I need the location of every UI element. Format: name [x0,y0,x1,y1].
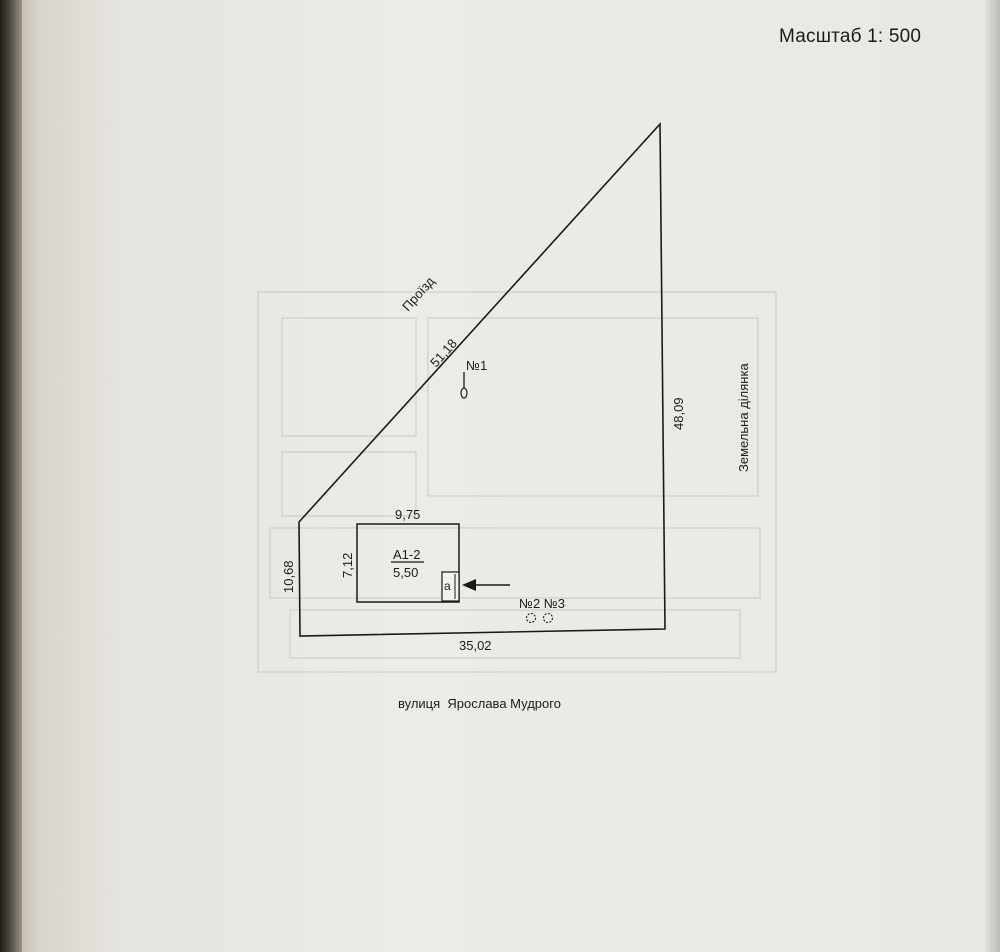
neighbor-top-label: Проїзд [399,273,438,314]
structure-1-marker [460,372,468,399]
side-top-length: 51,18 [427,336,460,370]
building-height-label: 7,12 [340,553,355,578]
scale-label: Масштаб 1: 500 [779,26,922,47]
entrance-arrow [462,579,510,591]
side-right-length: 48,09 [671,397,686,430]
building-code-label: А1-2 [393,547,420,562]
structures-2-3-label: №2 №3 [519,596,565,611]
structure-3-circle [542,612,554,624]
show-through-ghost [257,291,777,673]
building-outline [356,523,460,603]
side-bottom-length: 35,02 [459,638,492,653]
side-left-length: 10,68 [281,560,296,593]
building-width-label: 9,75 [395,507,420,522]
page-binding-shadow [0,0,22,952]
structure-1-label: №1 [466,358,487,373]
page-edge [985,0,1000,952]
land-plot-boundary [298,121,666,637]
structure-2-circle [525,612,537,624]
building-storey-height-label: 5,50 [393,565,418,580]
porch-letter-label: а [444,579,451,593]
neighbor-right-label: Земельна ділянка [736,363,751,472]
street-label: вулиця Ярослава Мудрого [398,696,561,711]
